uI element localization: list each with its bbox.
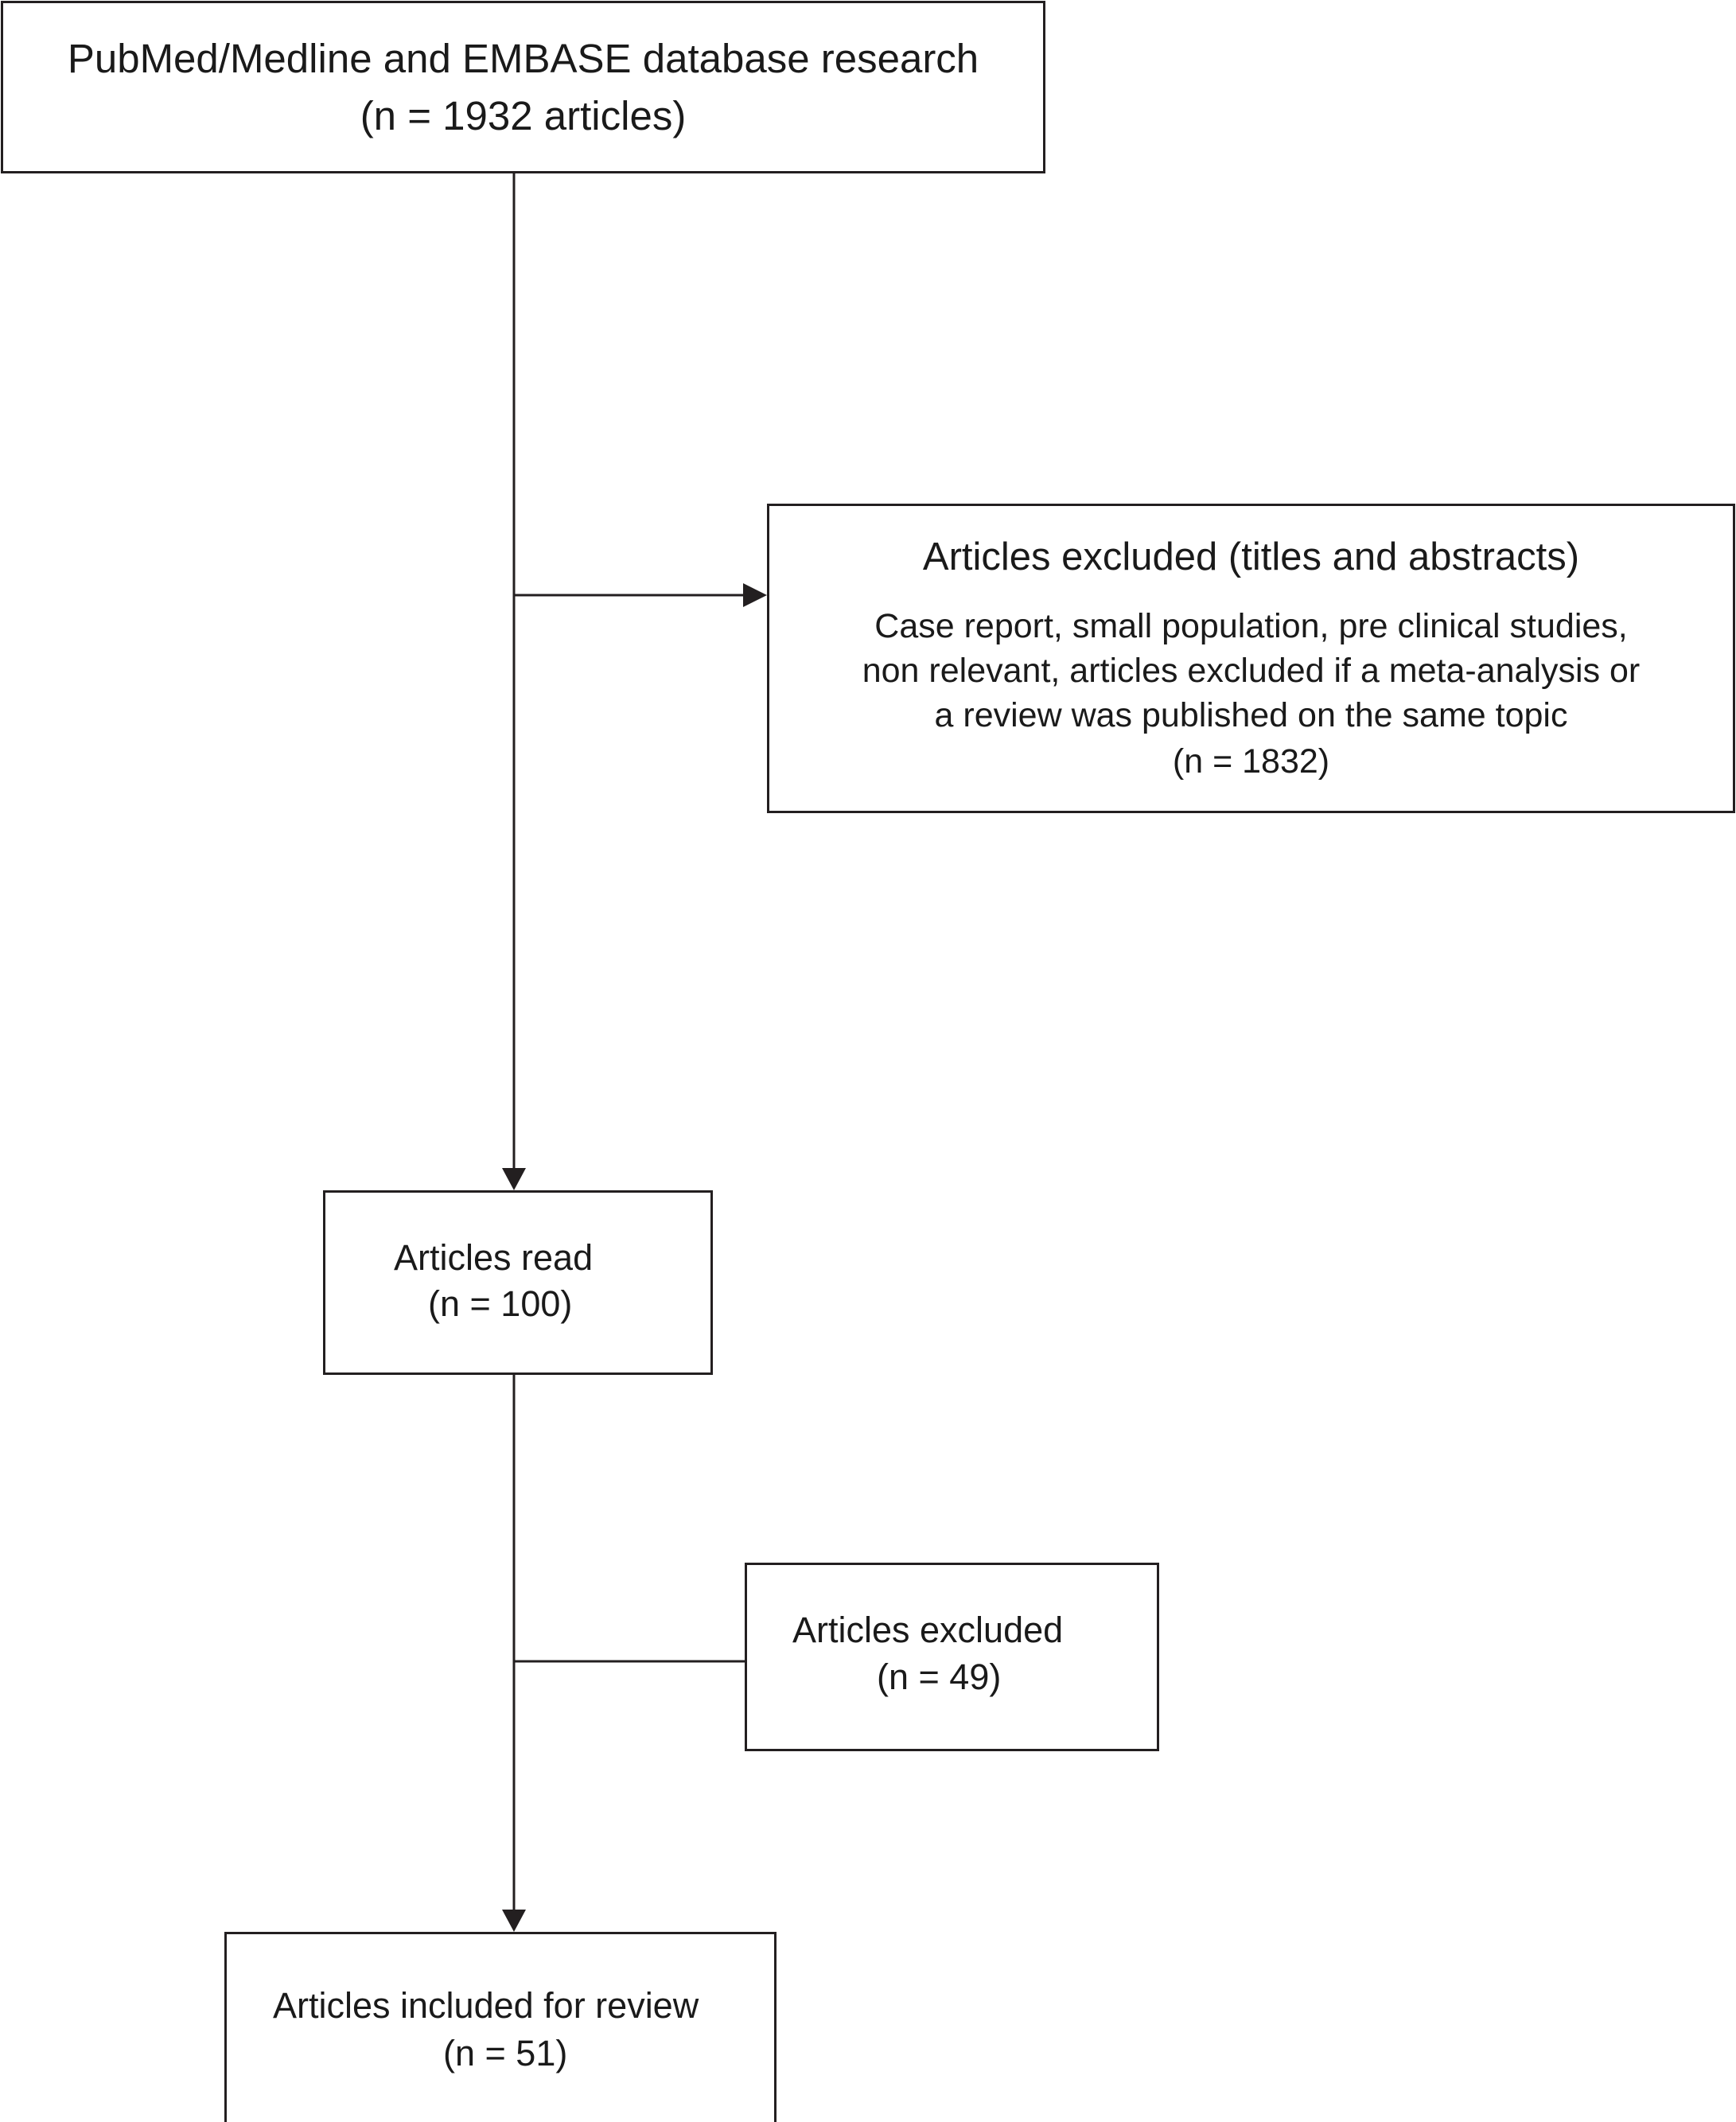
- excluded-titles-abstracts-title: Articles excluded (titles and abstracts): [922, 535, 1580, 578]
- database-search-box: PubMed/Medline and EMBASE database resea…: [1, 1, 1045, 173]
- arrowhead-to-read: [502, 1168, 526, 1190]
- arrowhead-to-included: [502, 1910, 526, 1932]
- articles-included-count: (n = 51): [443, 2033, 568, 2073]
- exclusion-reason-line: Case report, small population, pre clini…: [874, 607, 1628, 645]
- articles-excluded-label: Articles excluded: [792, 1610, 1064, 1650]
- excluded-titles-abstracts-box: Articles excluded (titles and abstracts)…: [767, 504, 1735, 813]
- search-box-count: (n = 1932 articles): [360, 93, 687, 138]
- exclusion-reason-line: a review was published on the same topic: [934, 696, 1568, 734]
- articles-included-box: Articles included for review (n = 51): [224, 1932, 777, 2122]
- articles-read-label: Articles read: [394, 1237, 594, 1278]
- exclusion-reason-line: non relevant, articles excluded if a met…: [862, 652, 1641, 690]
- articles-excluded-box: Articles excluded (n = 49): [745, 1563, 1159, 1751]
- articles-read-box: Articles read (n = 100): [323, 1190, 713, 1375]
- articles-included-label: Articles included for review: [273, 1985, 699, 2026]
- articles-excluded-count: (n = 49): [877, 1657, 1002, 1697]
- search-box-title: PubMed/Medline and EMBASE database resea…: [67, 36, 979, 81]
- excluded-titles-abstracts-count: (n = 1832): [1172, 742, 1330, 781]
- arrowhead-to-excluded-titles: [743, 583, 767, 607]
- articles-read-count: (n = 100): [428, 1283, 573, 1324]
